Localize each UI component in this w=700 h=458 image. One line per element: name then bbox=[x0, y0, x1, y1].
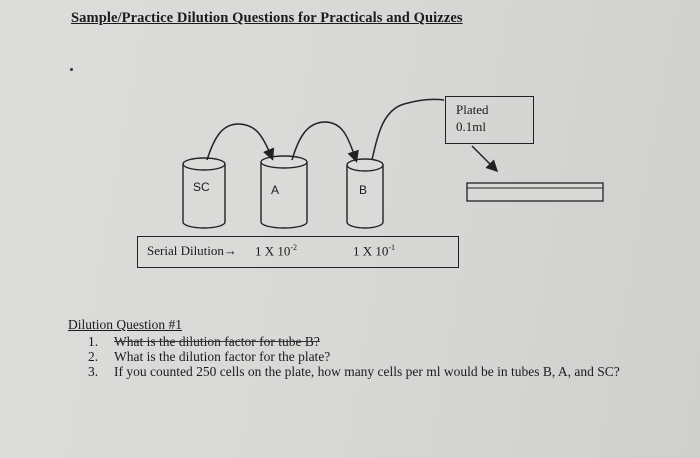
question-item: 2. What is the dilution factor for the p… bbox=[88, 349, 648, 364]
question-item: 1. What is the dilution factor for tube … bbox=[88, 334, 648, 349]
question-text: If you counted 250 cells on the plate, h… bbox=[114, 364, 620, 379]
serial-dilution-box: Serial Dilution→ 1 X 10-2 1 X 10-1 bbox=[137, 236, 459, 268]
question-text: What is the dilution factor for tube B? bbox=[114, 334, 320, 349]
tube-a bbox=[260, 155, 308, 229]
transfer-arrow-sc-to-a bbox=[206, 123, 275, 161]
dilution-diagram bbox=[182, 98, 604, 229]
tube-sc bbox=[182, 157, 226, 229]
question-text: What is the dilution factor for the plat… bbox=[114, 349, 331, 364]
plated-box: Plated 0.1ml bbox=[445, 96, 534, 144]
serial-dilution-label: Serial Dilution→ bbox=[147, 243, 237, 258]
question-number: 3. bbox=[88, 364, 99, 379]
question-item: 3. If you counted 250 cells on the plate… bbox=[88, 364, 648, 379]
tube-label-b: B bbox=[359, 183, 368, 197]
transfer-arrow-a-to-b bbox=[291, 121, 359, 163]
plated-volume: 0.1ml bbox=[456, 119, 486, 134]
tube-label-sc: SC bbox=[193, 180, 210, 194]
question-heading: Dilution Question #1 bbox=[68, 317, 182, 332]
question-number: 2. bbox=[88, 349, 99, 364]
question-list: 1. What is the dilution factor for tube … bbox=[88, 334, 648, 379]
plating-arrow bbox=[471, 145, 499, 173]
petri-plate bbox=[466, 182, 604, 202]
question-number: 1. bbox=[88, 334, 99, 349]
dilution-value-b: 1 X 10-1 bbox=[353, 243, 396, 259]
plated-label: Plated bbox=[456, 102, 489, 117]
dilution-value-a: 1 X 10-2 bbox=[255, 243, 298, 259]
worksheet-title: Sample/Practice Dilution Questions for P… bbox=[71, 10, 463, 26]
stray-dot bbox=[70, 68, 73, 71]
tube-label-a: A bbox=[271, 183, 280, 197]
transfer-arrow-b-to-plate bbox=[371, 98, 445, 161]
